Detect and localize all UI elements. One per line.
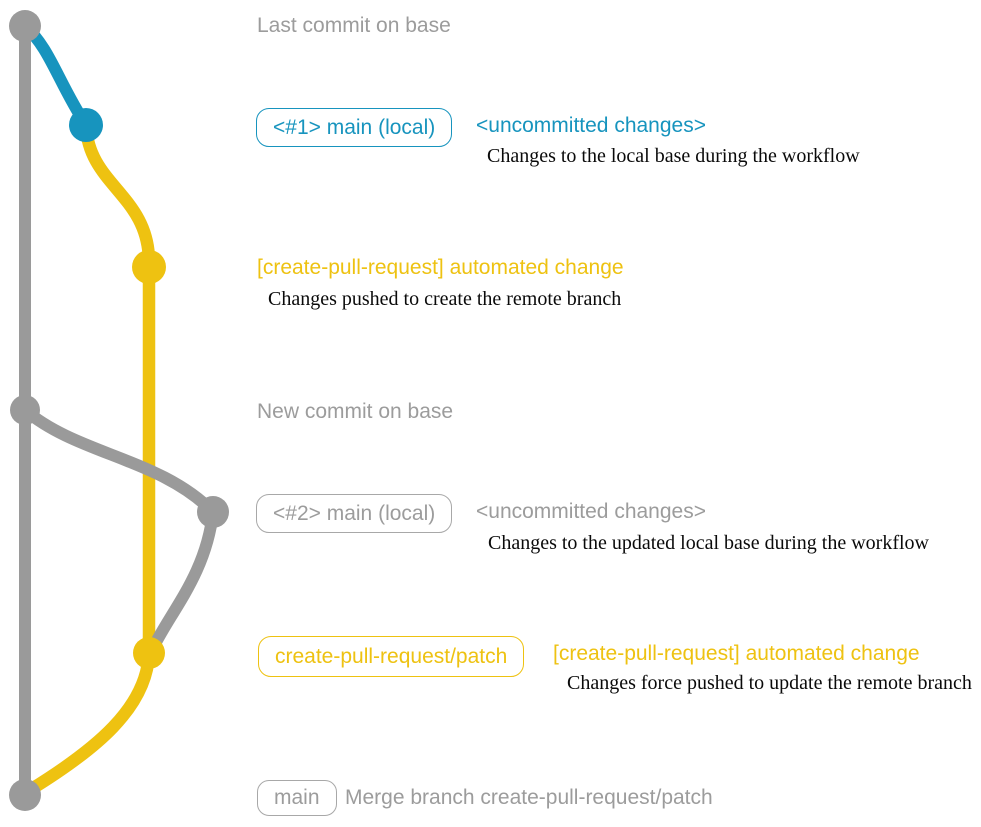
commit-dot-merge bbox=[9, 779, 41, 811]
commit-message-automated-2: [create-pull-request] automated change bbox=[553, 642, 920, 665]
commit-dot-local-1 bbox=[69, 108, 103, 142]
commit-dot-new-base bbox=[10, 395, 40, 425]
commit-dot-local-2 bbox=[197, 496, 229, 528]
branch-tag-main-local-1: <#1> main (local) bbox=[256, 108, 453, 147]
commit-dot-patch-2 bbox=[133, 637, 165, 669]
branch-tag-main: main bbox=[257, 780, 337, 816]
commit-message-automated-1: [create-pull-request] automated change bbox=[257, 256, 624, 279]
note-force-push-update-remote: Changes force pushed to update the remot… bbox=[567, 672, 972, 694]
merge-commit-message: Merge branch create-pull-request/patch bbox=[345, 786, 713, 809]
uncommitted-changes-status-1: <uncommitted changes> bbox=[476, 114, 706, 137]
branch-tag-main-local-2: <#2> main (local) bbox=[256, 494, 453, 533]
branch-tag-patch: create-pull-request/patch bbox=[258, 636, 525, 677]
uncommitted-changes-status-2: <uncommitted changes> bbox=[476, 500, 706, 523]
local-change-line-blue bbox=[20, 21, 92, 129]
new-commit-title: New commit on base bbox=[257, 400, 454, 423]
local-change-line-gray bbox=[21, 405, 220, 653]
commit-dot-last-base bbox=[9, 10, 41, 42]
note-local-base-changes: Changes to the local base during the wor… bbox=[487, 145, 860, 167]
note-updated-local-base-changes: Changes to the updated local base during… bbox=[488, 532, 929, 554]
note-push-create-remote: Changes pushed to create the remote bran… bbox=[268, 288, 622, 310]
commit-graph bbox=[9, 10, 229, 811]
last-commit-title: Last commit on base bbox=[257, 14, 451, 37]
commit-dot-patch-1 bbox=[132, 250, 166, 284]
